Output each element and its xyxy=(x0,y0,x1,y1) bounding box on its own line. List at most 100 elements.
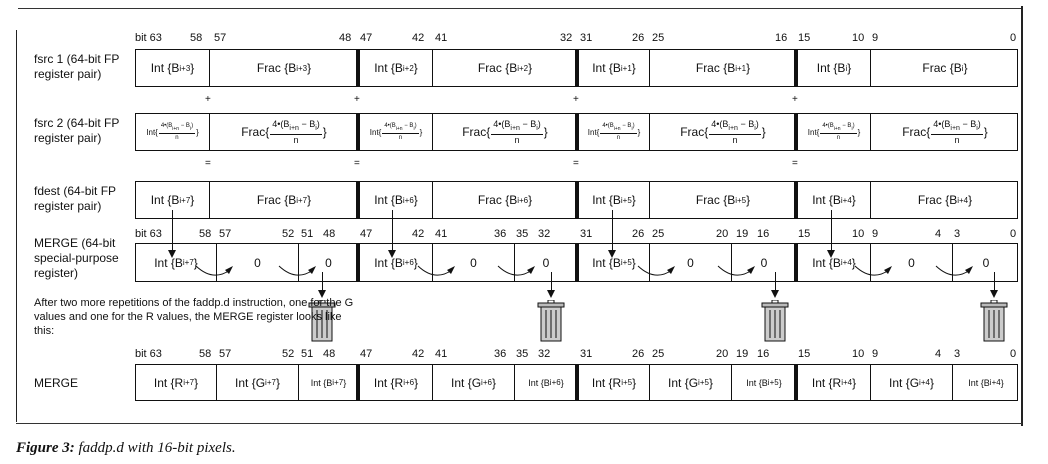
fraction: 4•(Bi+n − Bi)n xyxy=(709,119,761,146)
bit-label: 41 xyxy=(435,32,448,44)
down-arrow-icon xyxy=(827,250,835,258)
cell-text: Int {B xyxy=(746,377,768,388)
cell-text-close: } xyxy=(307,61,312,75)
bit-label: 47 xyxy=(360,228,373,240)
trash-can-icon xyxy=(761,299,789,342)
bit-label: 26 xyxy=(632,348,645,360)
bit-label: 3 xyxy=(954,228,961,240)
bit-label: 32 xyxy=(538,228,551,240)
trash-can-icon xyxy=(308,299,336,342)
cell-kind: Int{ xyxy=(807,127,820,137)
bit-label: 32 xyxy=(538,348,551,360)
bit-label: 15 xyxy=(798,348,811,360)
fraction: 4•(Bi+n − Bi)n xyxy=(158,122,196,142)
down-arrow-icon xyxy=(318,290,326,298)
fraction-numerator: 4•(Bi+n − Bi) xyxy=(382,123,419,134)
cell-text: Int {B xyxy=(528,377,550,388)
cell-subscript: i+5 xyxy=(698,378,709,387)
cell-text-close: } xyxy=(851,193,856,207)
cell-subscript: i+5 xyxy=(620,258,632,267)
bit-label: 42 xyxy=(412,348,425,360)
bit-label: bit 63 xyxy=(135,228,162,240)
cell-subscript: i+3 xyxy=(296,63,308,73)
fraction-denominator: n xyxy=(836,135,841,141)
cell-text: Frac {B xyxy=(477,193,518,207)
cell-text-close: } xyxy=(307,193,312,207)
cell-text: 0 xyxy=(908,255,915,270)
cell-text: Frac {B xyxy=(917,193,958,207)
bit-label: 0 xyxy=(1010,348,1017,360)
merge1-cell: 0 xyxy=(216,244,298,281)
cell-text-close: } xyxy=(631,255,636,270)
cell-text: Int {B xyxy=(592,193,621,207)
cell-text: 0 xyxy=(982,255,990,270)
cell-text: 0 xyxy=(760,255,768,270)
cell-text: Int {R xyxy=(373,375,404,390)
bit-label: 41 xyxy=(435,228,448,240)
figure-caption: Figure 3: faddp.d with 16-bit pixels. xyxy=(16,440,236,457)
trash-can-icon xyxy=(537,299,565,342)
bit-label: 51 xyxy=(301,228,314,240)
cell-text: Int {B xyxy=(592,255,621,270)
fdest-label: fdest (64-bit FP register pair) xyxy=(34,184,116,213)
fraction: 4•(Bi+n − Bi)n xyxy=(820,122,857,142)
cell-text-close: } xyxy=(963,61,968,75)
fsrc2-cell: Frac{4•(Bi+n − Bi)n} xyxy=(209,114,358,150)
cell-kind: Int{ xyxy=(146,127,158,137)
bit-label: 20 xyxy=(716,348,729,360)
cell-text-close: } xyxy=(847,61,852,75)
bit-label: 26 xyxy=(632,228,645,240)
fraction-numerator: 4•(Bi+n − Bi) xyxy=(158,123,196,134)
bit-label: 4 xyxy=(935,228,942,240)
cell-text: Int {B xyxy=(592,61,621,75)
flow-arrow-line xyxy=(612,210,613,252)
down-arrow-icon xyxy=(771,290,779,298)
cell-close: } xyxy=(857,127,861,137)
cell-text: Int {G xyxy=(889,375,920,390)
cell-subscript: i+4 xyxy=(840,195,852,205)
fraction: 4•(Bi+n − Bi)n xyxy=(270,119,322,146)
cell-text: 0 xyxy=(687,255,694,270)
bit-label: 16 xyxy=(757,228,770,240)
cell-close: } xyxy=(196,127,199,137)
cell-close: } xyxy=(419,127,423,137)
bit-label: 10 xyxy=(852,348,865,360)
cell-text-close: } xyxy=(194,375,199,390)
bit-label: 48 xyxy=(339,32,352,44)
cell-text-close: } xyxy=(746,193,751,207)
cell-text-close: } xyxy=(632,375,637,390)
fsrc1-label: fsrc 1 (64-bit FP register pair) xyxy=(34,52,120,81)
cell-text: Int {B xyxy=(150,193,180,207)
equals-operator: = xyxy=(205,158,211,169)
bit-label: 58 xyxy=(199,348,212,360)
bit-label: 25 xyxy=(652,348,665,360)
fraction-numerator: 4•(Bi+n − Bi) xyxy=(491,119,543,135)
fraction-denominator: n xyxy=(954,134,960,145)
bit-label: 58 xyxy=(199,228,212,240)
down-arrow-icon xyxy=(608,250,616,258)
cell-subscript: i+5 xyxy=(767,378,779,387)
fsrc2-cell: Int{4•(Bi+n − Bi)n} xyxy=(356,114,432,150)
cell-subscript: i+6 xyxy=(517,195,529,205)
cell-subscript: i+4 xyxy=(957,195,969,205)
cell-text-close: } xyxy=(631,61,636,75)
cell-text: Int {B xyxy=(150,61,180,75)
cell-text: Int {R xyxy=(153,375,184,390)
cell-text-close: } xyxy=(528,61,533,75)
cell-kind: Frac{ xyxy=(680,125,709,139)
fsrc2-cell: Frac{4•(Bi+n − Bi)n} xyxy=(432,114,577,150)
merge1-cell: 0 xyxy=(298,244,358,281)
